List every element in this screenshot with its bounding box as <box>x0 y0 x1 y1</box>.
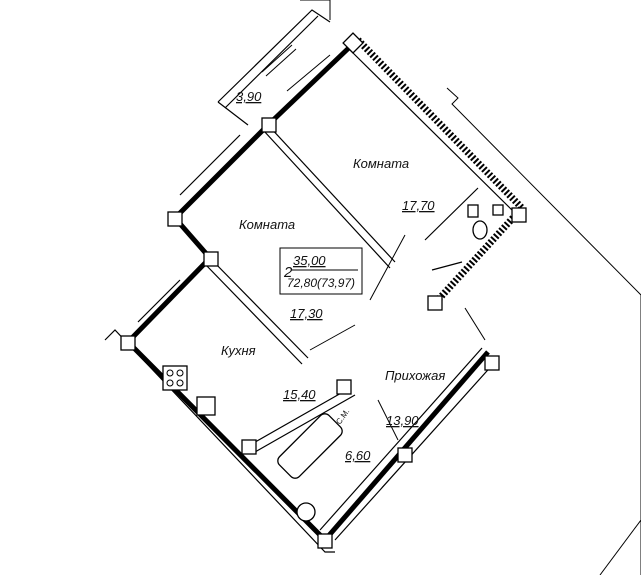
apartment-number: 2 <box>283 264 293 281</box>
hallway-area: 13,90 <box>386 413 419 428</box>
balcony <box>217 9 331 126</box>
columns <box>120 32 527 549</box>
washer-label: С.М. <box>334 407 351 426</box>
exterior-walls <box>104 37 527 553</box>
washbasin <box>296 502 316 522</box>
toilet <box>467 204 504 240</box>
room-1-name: Комната <box>353 156 409 171</box>
balcony-area: 3,90 <box>236 89 262 104</box>
interior-walls <box>204 124 486 453</box>
total-area: 72,80(73,97) <box>287 276 355 290</box>
room-2-name: Комната <box>239 217 295 232</box>
living-area: 35,00 <box>293 253 326 268</box>
room-2-area: 17,30 <box>290 306 323 321</box>
kitchen-sink <box>196 396 216 416</box>
hallway-name: Прихожая <box>385 368 445 383</box>
apartment-summary-box: 2 35,00 72,80(73,97) <box>279 247 363 295</box>
outer-boundary-lines <box>300 0 641 575</box>
bathroom-area: 6,60 <box>345 448 371 463</box>
room-1-area: 17,70 <box>402 198 435 213</box>
kitchen-area: 15,40 <box>283 387 316 402</box>
kitchen-name: Кухня <box>221 343 256 358</box>
kitchen-stove <box>162 365 188 391</box>
bathtub <box>277 413 343 479</box>
